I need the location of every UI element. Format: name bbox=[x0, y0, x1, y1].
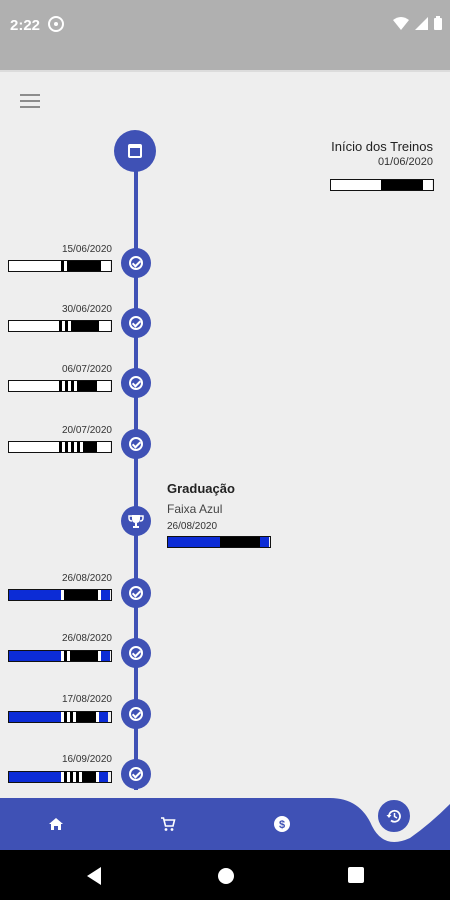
graduation-subtitle: Faixa Azul bbox=[167, 502, 223, 516]
event-belt bbox=[8, 260, 112, 272]
sync-icon bbox=[48, 16, 64, 32]
check-icon bbox=[129, 767, 143, 781]
event-belt bbox=[8, 441, 112, 453]
event-date: 15/06/2020 bbox=[61, 244, 112, 255]
event-date: 17/08/2020 bbox=[61, 694, 112, 705]
event-belt bbox=[8, 711, 112, 723]
graduation-title: Graduação bbox=[167, 481, 235, 496]
check-icon bbox=[129, 437, 143, 451]
status-icons bbox=[393, 16, 442, 30]
event-belt bbox=[8, 650, 112, 662]
event-date: 26/08/2020 bbox=[61, 633, 112, 644]
money-icon: $ bbox=[274, 816, 290, 832]
trophy-icon bbox=[128, 515, 144, 528]
header-divider bbox=[0, 70, 450, 72]
check-icon bbox=[129, 376, 143, 390]
calendar-icon bbox=[128, 144, 142, 158]
start-date: 01/06/2020 bbox=[377, 156, 433, 168]
check-icon bbox=[129, 707, 143, 721]
event-date: 26/08/2020 bbox=[61, 573, 112, 584]
home-icon bbox=[49, 818, 63, 830]
event-check-node[interactable] bbox=[121, 368, 151, 398]
cart-icon bbox=[161, 817, 176, 831]
event-date: 30/06/2020 bbox=[61, 304, 112, 315]
check-icon bbox=[129, 586, 143, 600]
history-icon bbox=[386, 809, 401, 823]
event-check-node[interactable] bbox=[121, 638, 151, 668]
event-belt bbox=[8, 380, 112, 392]
status-bar: 2:22 bbox=[0, 0, 450, 70]
timeline-line bbox=[134, 150, 138, 790]
money-button[interactable]: $ bbox=[272, 814, 292, 834]
trophy-node[interactable] bbox=[121, 506, 151, 536]
graduation-date: 26/08/2020 bbox=[167, 521, 218, 532]
svg-text:$: $ bbox=[279, 819, 285, 831]
signal-icon bbox=[415, 16, 428, 30]
start-belt bbox=[330, 179, 434, 191]
event-check-node[interactable] bbox=[121, 308, 151, 338]
recents-icon[interactable] bbox=[348, 867, 364, 883]
event-belt bbox=[8, 771, 112, 783]
wifi-icon bbox=[393, 16, 409, 30]
check-icon bbox=[129, 316, 143, 330]
menu-icon[interactable] bbox=[20, 94, 40, 108]
event-check-node[interactable] bbox=[121, 759, 151, 789]
cart-button[interactable] bbox=[158, 814, 178, 834]
event-date: 06/07/2020 bbox=[61, 364, 112, 375]
history-button[interactable] bbox=[376, 798, 412, 834]
graduation-belt bbox=[167, 536, 271, 548]
event-date: 20/07/2020 bbox=[61, 425, 112, 436]
event-belt bbox=[8, 589, 112, 601]
battery-icon bbox=[434, 16, 442, 30]
home-button[interactable] bbox=[46, 814, 66, 834]
event-date: 16/09/2020 bbox=[61, 754, 112, 765]
home-circle-icon[interactable] bbox=[218, 868, 234, 884]
check-icon bbox=[129, 646, 143, 660]
event-check-node[interactable] bbox=[121, 578, 151, 608]
status-time: 2:22 bbox=[10, 17, 41, 34]
event-check-node[interactable] bbox=[121, 699, 151, 729]
start-title: Início dos Treinos bbox=[331, 139, 433, 154]
event-check-node[interactable] bbox=[121, 429, 151, 459]
event-belt bbox=[8, 320, 112, 332]
event-check-node[interactable] bbox=[121, 248, 151, 278]
check-icon bbox=[129, 256, 143, 270]
calendar-node[interactable] bbox=[114, 130, 156, 172]
back-icon[interactable] bbox=[87, 867, 101, 885]
